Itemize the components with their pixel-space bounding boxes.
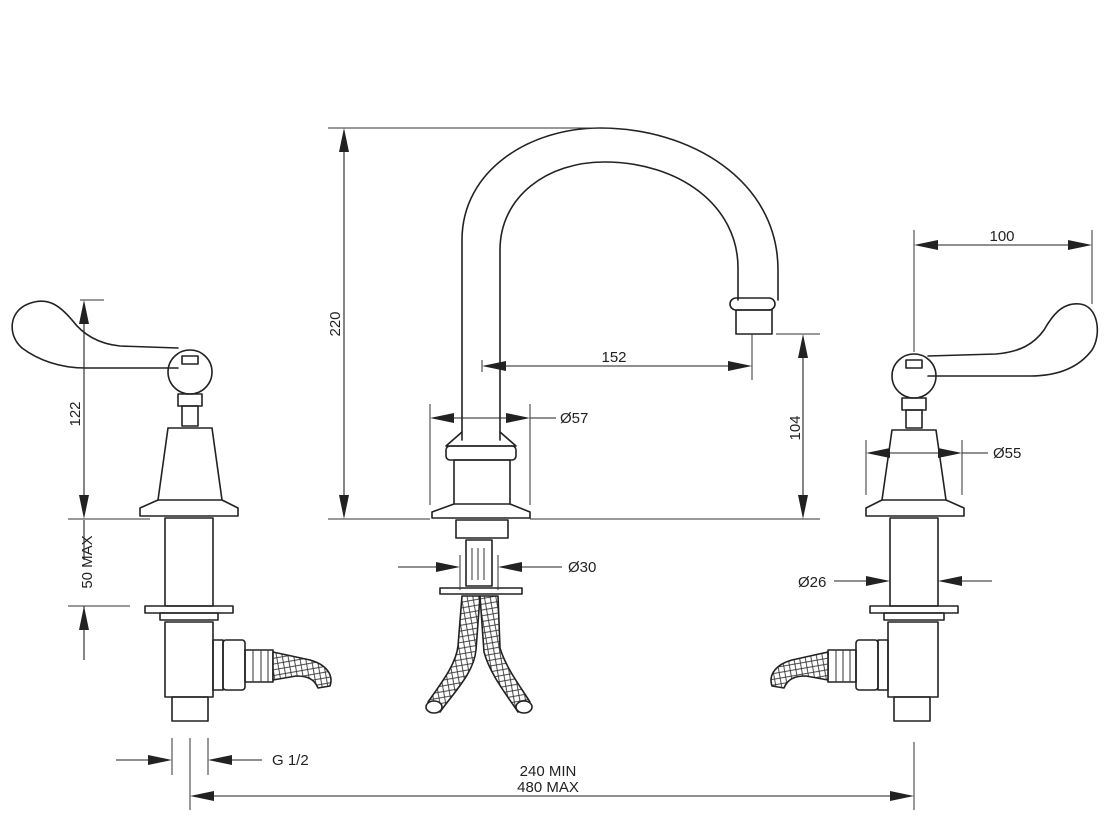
- left-connector-flange: [212, 639, 224, 691]
- right-stem: [905, 409, 923, 429]
- spout-mount-plate: [439, 587, 523, 595]
- dimension-lines: [68, 127, 1093, 810]
- left-shank: [164, 517, 214, 607]
- right-connector-nut: [855, 639, 879, 691]
- label-valve-shank-diameter: Ø26: [798, 574, 826, 591]
- left-connector-nut: [222, 639, 246, 691]
- spout-shank-top: [455, 519, 509, 539]
- right-nut-top: [883, 612, 945, 621]
- label-height-total: 220: [327, 311, 344, 336]
- right-lower-body: [887, 621, 939, 698]
- left-washer: [144, 605, 234, 614]
- label-mount-thickness: 50 MAX: [79, 535, 96, 588]
- right-braided-hose: [770, 651, 829, 689]
- label-inlet-thread: G 1/2: [272, 752, 309, 769]
- left-lever-handle: [11, 300, 179, 369]
- right-stem-collar: [901, 397, 927, 411]
- right-valve: [770, 303, 1099, 722]
- left-valve: [11, 300, 332, 722]
- label-centers-min: 240 MIN: [520, 763, 577, 780]
- label-valve-base-diameter: Ø55: [993, 445, 1021, 462]
- left-flange: [139, 499, 239, 517]
- left-braided-hose: [272, 651, 332, 689]
- left-inlet-stub: [171, 696, 209, 722]
- spout-gooseneck-outer: [461, 127, 779, 441]
- right-valve-body: [881, 429, 947, 501]
- centre-spout: [425, 127, 779, 714]
- spout-base-body: [453, 459, 511, 505]
- label-spout-shank-diameter: Ø30: [568, 559, 596, 576]
- label-centers-max: 480 MAX: [517, 779, 579, 796]
- left-ferrule: [244, 649, 274, 683]
- right-ferrule: [827, 649, 857, 683]
- spout-flange: [431, 503, 531, 519]
- right-inlet-stub: [893, 696, 931, 722]
- right-connector-flange: [877, 639, 889, 691]
- spout-outlet: [735, 309, 773, 335]
- label-handle-height: 122: [67, 401, 84, 426]
- right-lever-handle: [927, 303, 1099, 377]
- label-handle-reach: 100: [989, 228, 1014, 245]
- left-stem: [181, 405, 199, 427]
- left-valve-body: [157, 427, 223, 501]
- right-flange: [865, 499, 965, 517]
- spout-gooseneck-inner: [499, 161, 739, 441]
- label-spout-reach: 152: [601, 349, 626, 366]
- right-knob-cap: [905, 359, 923, 369]
- left-knob-cap: [181, 355, 199, 365]
- spout-collar-ring: [445, 445, 517, 461]
- label-outlet-height: 104: [787, 415, 804, 440]
- spout-collar: [445, 431, 517, 447]
- spout-tip-ring: [729, 297, 776, 311]
- left-lower-body: [164, 621, 214, 698]
- spout-hose-left: [427, 595, 481, 713]
- right-washer: [869, 605, 959, 614]
- spout-hose-right: [479, 595, 531, 713]
- left-nut-top: [159, 612, 219, 621]
- label-spout-base-diameter: Ø57: [560, 410, 588, 427]
- spout-shank-fitting: [465, 539, 493, 587]
- dimension-labels: 220 122 50 MAX 152 104 100 Ø57 Ø55 Ø30 Ø…: [67, 228, 1021, 796]
- right-shank: [889, 517, 939, 607]
- left-stem-collar: [177, 393, 203, 407]
